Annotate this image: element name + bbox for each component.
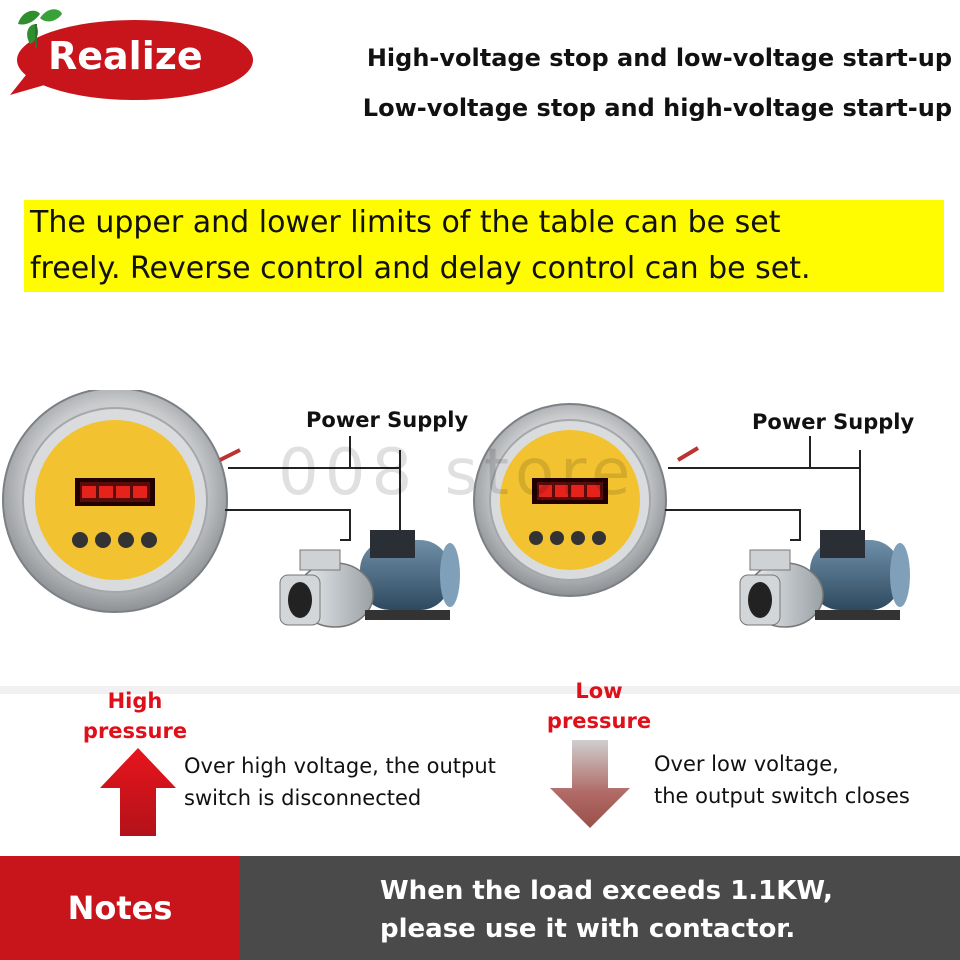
water-pump-left bbox=[279, 530, 460, 628]
low-pressure-label-line-2: pressure bbox=[546, 709, 652, 733]
arrow-up-icon bbox=[100, 748, 176, 836]
high-pressure-label: High pressure bbox=[70, 686, 200, 746]
high-pressure-note: Over high voltage, the output switch is … bbox=[184, 750, 564, 814]
notes-message-line-2: please use it with contactor. bbox=[380, 914, 796, 944]
notes-label: Notes bbox=[67, 889, 173, 927]
pressure-controller-left bbox=[2, 390, 228, 613]
notes-message: When the load exceeds 1.1KW, please use … bbox=[380, 872, 833, 948]
power-supply-label-left: Power Supply bbox=[306, 408, 469, 432]
wiring-diagram bbox=[0, 390, 960, 694]
pressure-controller-right bbox=[473, 403, 667, 597]
store-watermark: 008 store bbox=[278, 436, 637, 510]
description-line-1: The upper and lower limits of the table … bbox=[30, 205, 781, 240]
notes-badge: Notes bbox=[0, 856, 240, 960]
leaf-logo-icon bbox=[18, 9, 62, 48]
description-line-2: freely. Reverse control and delay contro… bbox=[30, 251, 811, 286]
realize-badge bbox=[10, 9, 253, 100]
low-pressure-label-line-1: Low bbox=[575, 679, 623, 703]
headline-2: Low-voltage stop and high-voltage start-… bbox=[362, 94, 952, 122]
high-pressure-label-line-2: pressure bbox=[82, 719, 188, 743]
notes-panel bbox=[240, 856, 960, 960]
power-supply-label-right: Power Supply bbox=[752, 410, 915, 434]
low-pressure-note-line-2: the output switch closes bbox=[654, 784, 910, 808]
low-pressure-note: Over low voltage, the output switch clos… bbox=[654, 748, 954, 812]
high-pressure-label-line-1: High bbox=[107, 689, 163, 713]
floor-line bbox=[0, 686, 960, 694]
arrow-down-icon bbox=[550, 740, 630, 828]
badge-label: Realize bbox=[48, 34, 203, 78]
wires-left bbox=[219, 436, 401, 541]
water-pump-right bbox=[739, 530, 910, 628]
high-pressure-note-line-1: Over high voltage, the output bbox=[184, 754, 496, 778]
low-pressure-note-line-1: Over low voltage, bbox=[654, 752, 839, 776]
high-pressure-note-line-2: switch is disconnected bbox=[184, 786, 422, 810]
description-box: The upper and lower limits of the table … bbox=[24, 200, 944, 292]
low-pressure-label: Low pressure bbox=[536, 676, 662, 736]
wires-right bbox=[665, 436, 861, 541]
notes-message-line-1: When the load exceeds 1.1KW, bbox=[380, 876, 833, 906]
headline-1: High-voltage stop and low-voltage start-… bbox=[366, 44, 952, 72]
